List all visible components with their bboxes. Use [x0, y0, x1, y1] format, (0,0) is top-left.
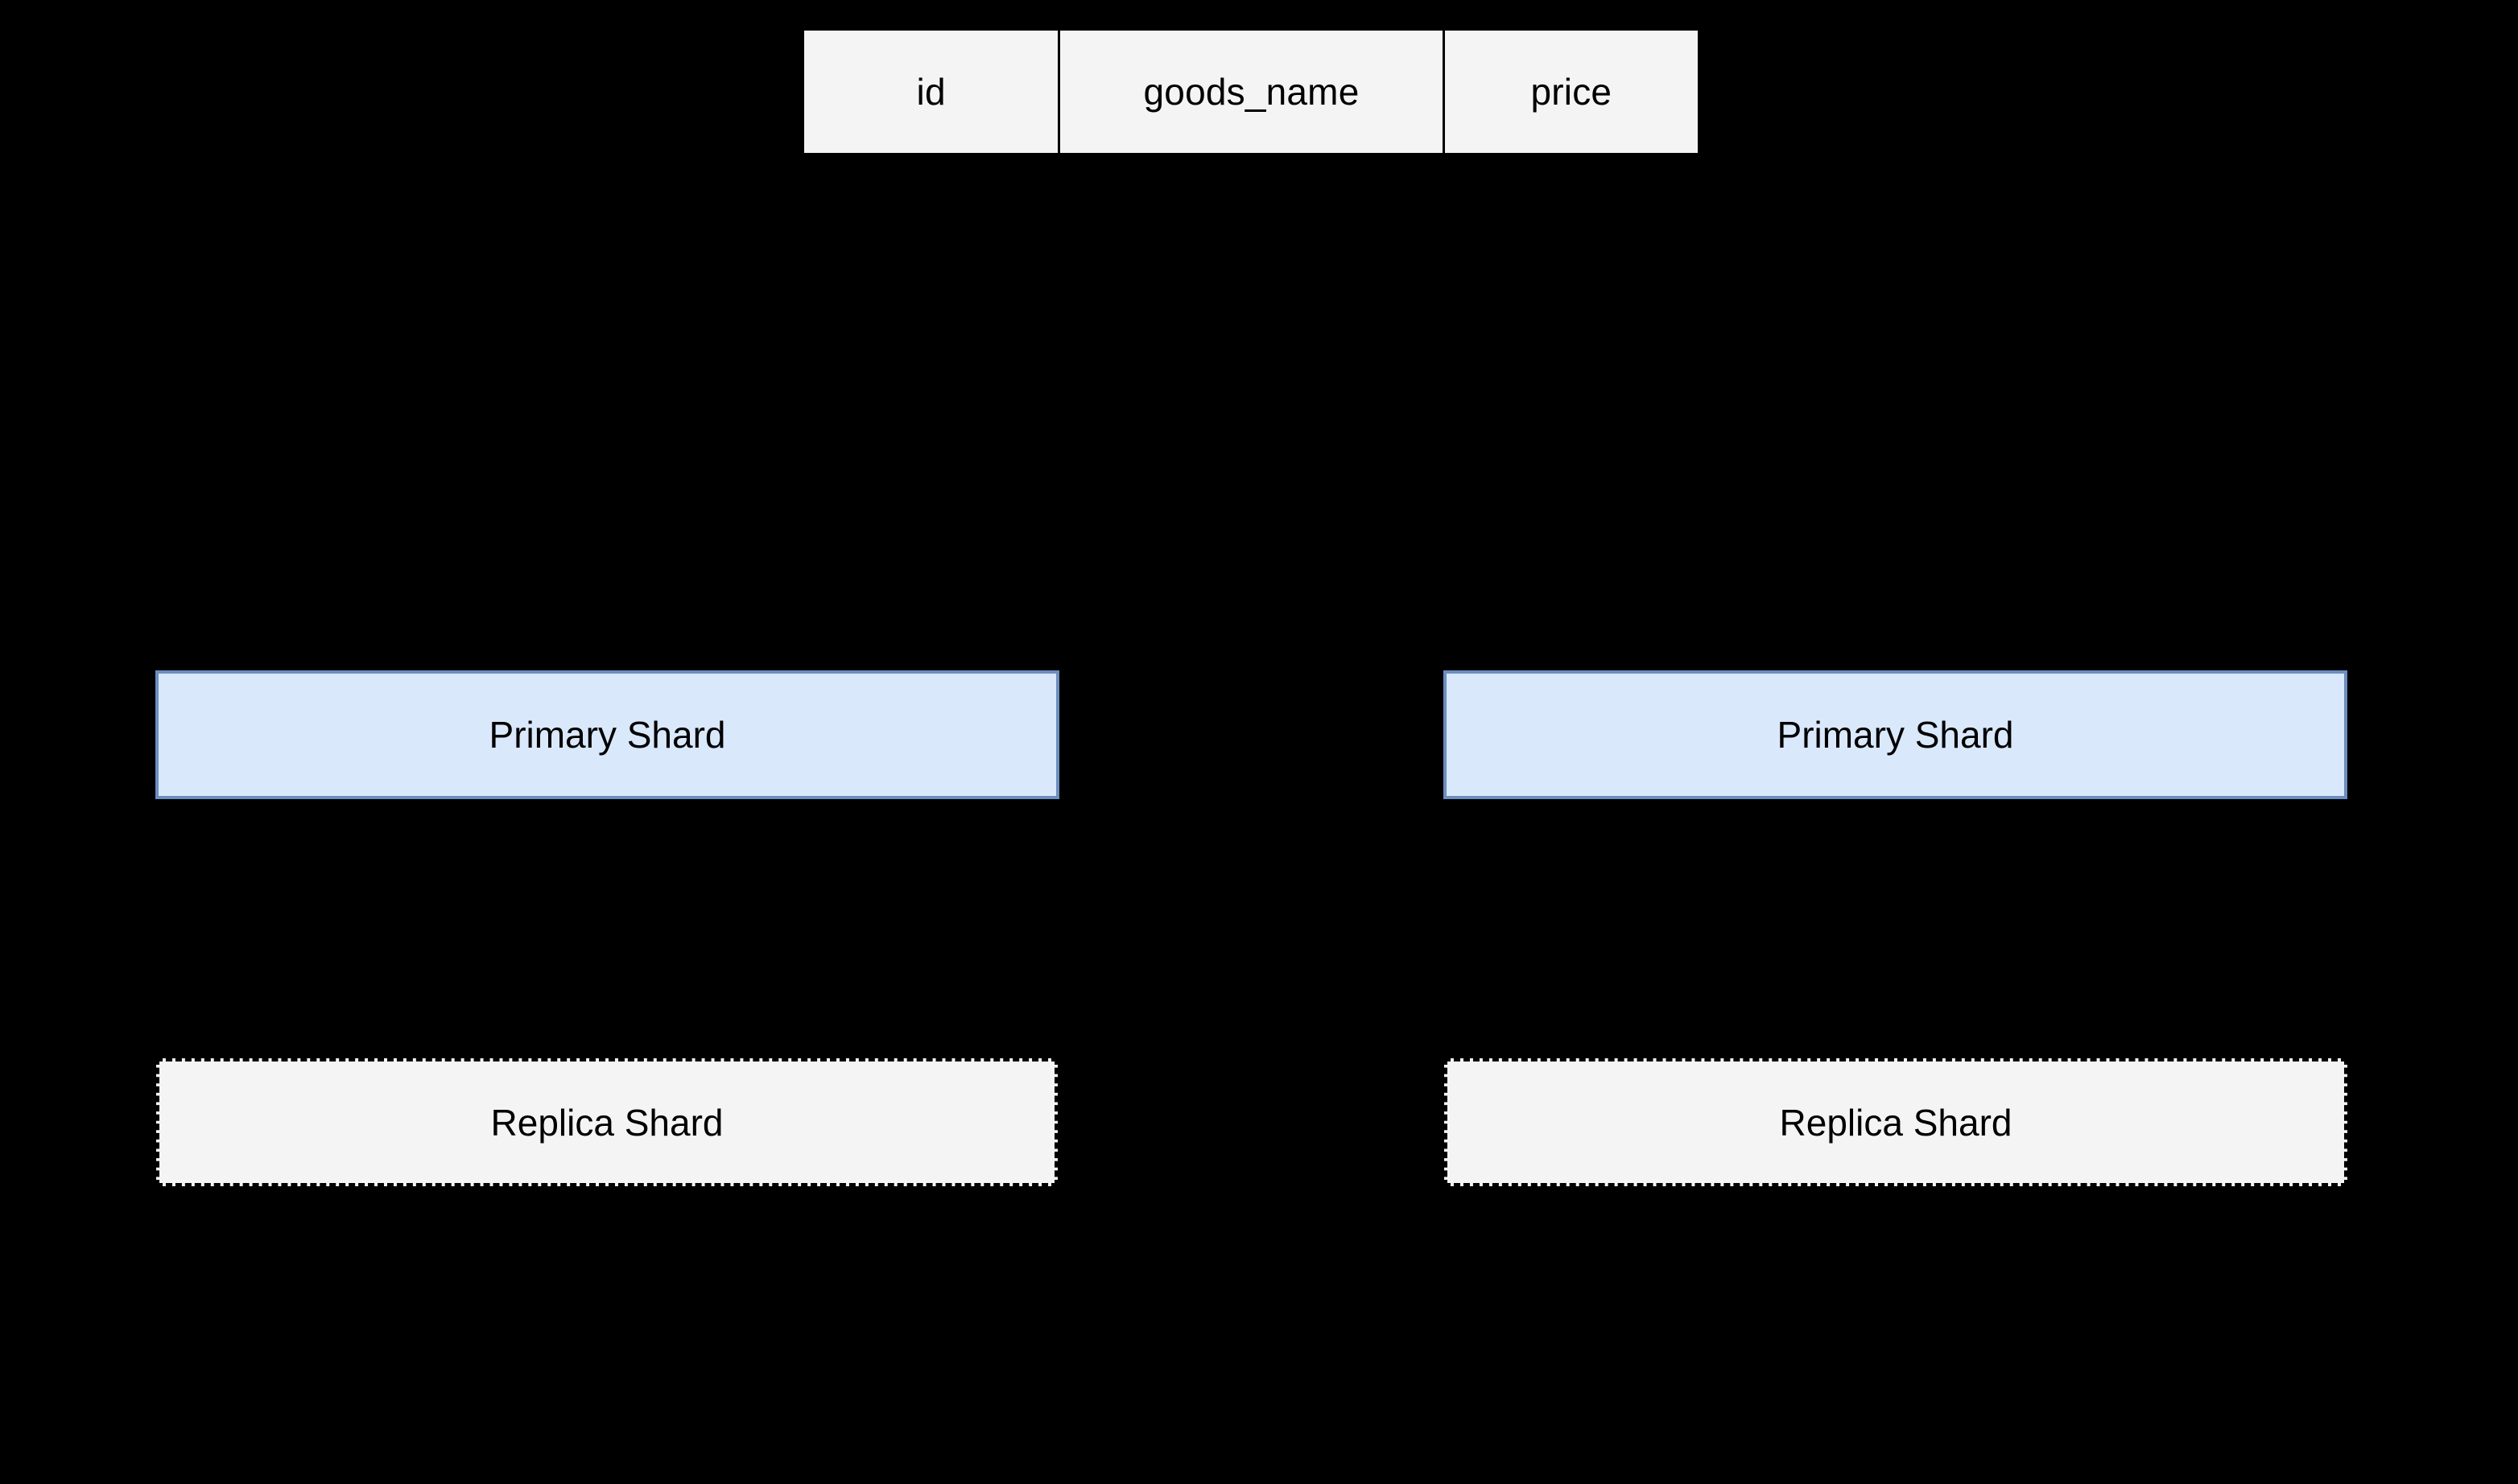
- table-column-label: id: [916, 71, 946, 113]
- primary-shard-right[interactable]: Primary Shard: [1443, 670, 2347, 799]
- shard-label: Replica Shard: [490, 1101, 724, 1144]
- replica-shard-left[interactable]: Replica Shard: [156, 1058, 1058, 1186]
- shard-label: Primary Shard: [489, 714, 726, 756]
- table-column-id: id: [804, 31, 1059, 153]
- shard-label: Replica Shard: [1779, 1101, 2012, 1144]
- replica-shard-right[interactable]: Replica Shard: [1444, 1058, 2347, 1186]
- shard-label: Primary Shard: [1777, 714, 2014, 756]
- table-column-price: price: [1442, 31, 1698, 153]
- table-column-label: goods_name: [1143, 71, 1360, 113]
- index-mapping-table: id goods_name price: [802, 28, 1700, 155]
- table-column-goods-name: goods_name: [1058, 31, 1443, 153]
- primary-shard-left[interactable]: Primary Shard: [155, 670, 1059, 799]
- table-column-label: price: [1530, 71, 1612, 113]
